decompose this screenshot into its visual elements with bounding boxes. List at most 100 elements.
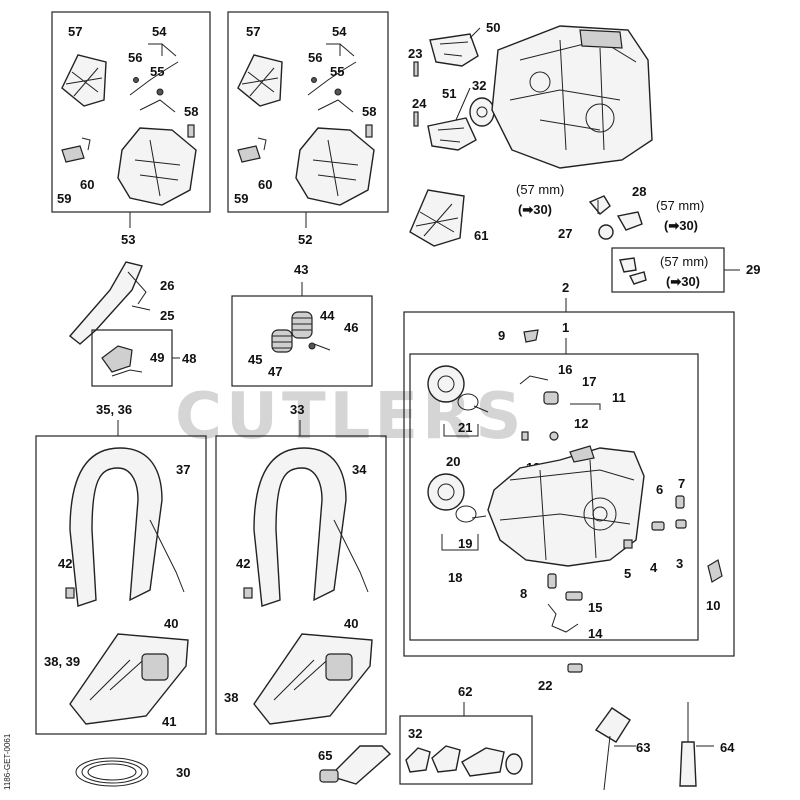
label-56-a: 56 <box>128 50 142 65</box>
label-38-39: 38, 39 <box>44 654 80 669</box>
label-3: 3 <box>676 556 683 571</box>
note-1-ref: (➡30) <box>518 202 552 217</box>
label-41: 41 <box>162 714 176 729</box>
label-61: 61 <box>474 228 488 243</box>
label-1: 1 <box>562 320 569 335</box>
pump-20-21-drawing: 21 20 <box>427 365 489 469</box>
label-28: 28 <box>632 184 646 199</box>
group-1-frame <box>409 353 699 641</box>
label-15: 15 <box>588 600 602 615</box>
group-2-crankcase-box: 2 1 9 21 20 16 17 11 12 13 <box>403 280 735 657</box>
chain-catcher-drawing: 26 25 <box>68 261 174 345</box>
part-64-drawing: 64 <box>679 702 735 787</box>
part-30-drawing: 30 <box>75 757 190 787</box>
label-62: 62 <box>458 684 472 699</box>
label-23: 23 <box>408 46 422 61</box>
group-52-air-filter-box: 52 57 54 56 55 58 60 59 <box>227 11 389 247</box>
label-44: 44 <box>320 308 335 323</box>
label-4: 4 <box>650 560 658 575</box>
label-60-a: 60 <box>80 177 94 192</box>
cover-38-drawing-b <box>253 633 373 725</box>
label-58-b: 58 <box>362 104 376 119</box>
label-26: 26 <box>160 278 174 293</box>
label-18: 18 <box>448 570 462 585</box>
label-20: 20 <box>446 454 460 469</box>
label-57-b: 57 <box>246 24 260 39</box>
label-58-a: 58 <box>184 104 198 119</box>
label-5: 5 <box>624 566 631 581</box>
group-53-air-filter-box: 53 57 54 56 55 58 60 59 <box>51 11 211 247</box>
label-54-a: 54 <box>152 24 167 39</box>
label-34: 34 <box>352 462 367 477</box>
label-38: 38 <box>224 690 238 705</box>
label-16: 16 <box>558 362 572 377</box>
pump-18-19-drawing: 19 18 <box>427 473 487 585</box>
label-57-a: 57 <box>68 24 82 39</box>
label-54-b: 54 <box>332 24 347 39</box>
cover-38-drawing <box>69 633 189 725</box>
label-55-b: 55 <box>330 64 344 79</box>
handlebar-34-drawing <box>253 447 369 607</box>
label-51: 51 <box>442 86 456 101</box>
group-62-box: 62 32 <box>399 684 533 785</box>
label-40-a: 40 <box>164 616 178 631</box>
group-29-box: 29 (57 mm) (➡30) <box>611 247 760 293</box>
label-60-b: 60 <box>258 177 272 192</box>
label-19: 19 <box>458 536 472 551</box>
part-10-drawing: 10 <box>706 559 723 613</box>
part-22-drawing: 22 <box>538 663 583 693</box>
label-17: 17 <box>582 374 596 389</box>
label-35-36: 35, 36 <box>96 402 132 417</box>
label-32-b: 32 <box>408 726 422 741</box>
label-25: 25 <box>160 308 174 323</box>
label-7: 7 <box>678 476 685 491</box>
label-59-b: 59 <box>234 191 248 206</box>
group-33-box: 33 34 42 40 38 <box>215 402 387 735</box>
note-2-size: (57 mm) <box>656 198 704 213</box>
label-32-a: 32 <box>472 78 486 93</box>
part-63-drawing: 63 <box>594 707 650 791</box>
carburetor-group: 50 23 32 51 24 <box>408 20 500 151</box>
label-63: 63 <box>636 740 650 755</box>
spring-44-drawing <box>291 311 313 339</box>
label-49: 49 <box>150 350 164 365</box>
label-46: 46 <box>344 320 358 335</box>
label-48: 48 <box>182 351 196 366</box>
watermark-text: CUTLERS <box>175 380 525 454</box>
note-2-ref: (➡30) <box>664 218 698 233</box>
group-35-36-box: 35, 36 37 42 40 38, 39 41 <box>35 402 207 735</box>
label-14: 14 <box>588 626 603 641</box>
label-2: 2 <box>562 280 569 295</box>
label-22: 22 <box>538 678 552 693</box>
label-27: 27 <box>558 226 572 241</box>
label-59-a: 59 <box>57 191 71 206</box>
housing-drawing-b <box>295 61 375 206</box>
label-45: 45 <box>248 352 262 367</box>
label-53: 53 <box>121 232 135 247</box>
group-52-frame <box>227 11 389 213</box>
note-3-size: (57 mm) <box>660 254 708 269</box>
filter-61-drawing: 61 <box>409 189 488 247</box>
label-24: 24 <box>412 96 427 111</box>
group-43-box: 43 44 46 45 47 <box>231 262 373 387</box>
note-3-ref: (➡30) <box>666 274 700 289</box>
crankcase-drawing <box>487 445 645 567</box>
label-30: 30 <box>176 765 190 780</box>
label-10: 10 <box>706 598 720 613</box>
label-65: 65 <box>318 748 332 763</box>
label-43: 43 <box>294 262 308 277</box>
label-37: 37 <box>176 462 190 477</box>
group-53-frame <box>51 11 211 213</box>
label-40-b: 40 <box>344 616 358 631</box>
side-code: 1186-GET-0061 <box>3 733 12 790</box>
label-50: 50 <box>486 20 500 35</box>
note-1-size: (57 mm) <box>516 182 564 197</box>
filter-57-drawing-b <box>237 54 283 107</box>
label-42-a: 42 <box>58 556 72 571</box>
hose-group: 28 (57 mm) (➡30) (57 mm) (➡30) 27 <box>516 182 704 241</box>
label-52: 52 <box>298 232 312 247</box>
part-59-60-drawing <box>61 137 91 163</box>
part-65-drawing: 65 <box>318 745 392 785</box>
group-2-frame <box>403 311 735 657</box>
label-55-a: 55 <box>150 64 164 79</box>
